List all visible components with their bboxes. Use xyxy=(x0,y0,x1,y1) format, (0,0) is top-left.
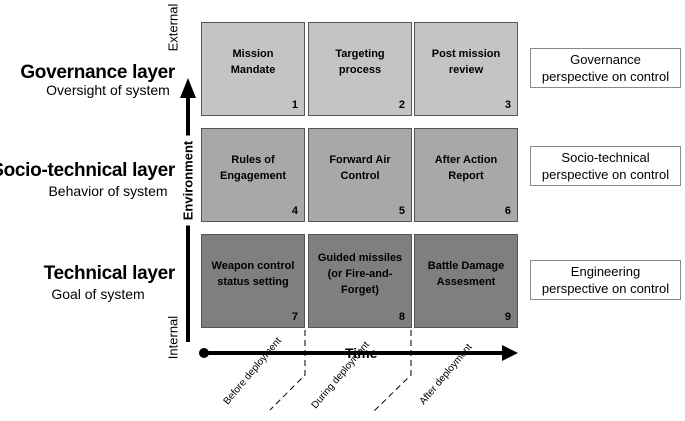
axis-label-environment: Environment xyxy=(180,135,196,226)
cell-number: 6 xyxy=(504,205,511,217)
axis-label-internal: Internal xyxy=(165,315,181,360)
layer-subtitle-socio-technical: Behavior of system xyxy=(48,183,168,199)
cell-number: 3 xyxy=(504,99,511,111)
phase-divider-1 xyxy=(269,330,306,411)
axis-label-external: External xyxy=(165,3,181,52)
cell-number: 7 xyxy=(291,311,298,323)
axis-label-time: Time xyxy=(345,345,378,361)
time-axis-arrowhead xyxy=(502,345,518,361)
layer-title-socio-technical: Socio-technical layer xyxy=(0,160,175,181)
layer-title-governance: Governance layer xyxy=(20,62,175,83)
cell-number: 9 xyxy=(504,311,511,323)
vertical-axis-arrowhead xyxy=(180,78,196,98)
cell-number: 2 xyxy=(398,99,405,111)
cell-number: 4 xyxy=(291,205,298,217)
layer-subtitle-technical: Goal of system xyxy=(51,286,145,302)
cell-label: Guided missiles(or Fire-and-Forget) xyxy=(317,252,403,296)
layer-subtitle-governance: Oversight of system xyxy=(46,82,170,98)
cell-number: 8 xyxy=(398,311,405,323)
cell-number: 5 xyxy=(398,205,405,217)
cell-number: 1 xyxy=(291,99,298,111)
cell-guided-missiles: Guided missiles(or Fire-and-Forget) 8 xyxy=(308,234,412,328)
layer-title-technical: Technical layer xyxy=(43,263,176,284)
phase-divider-2 xyxy=(371,330,412,414)
